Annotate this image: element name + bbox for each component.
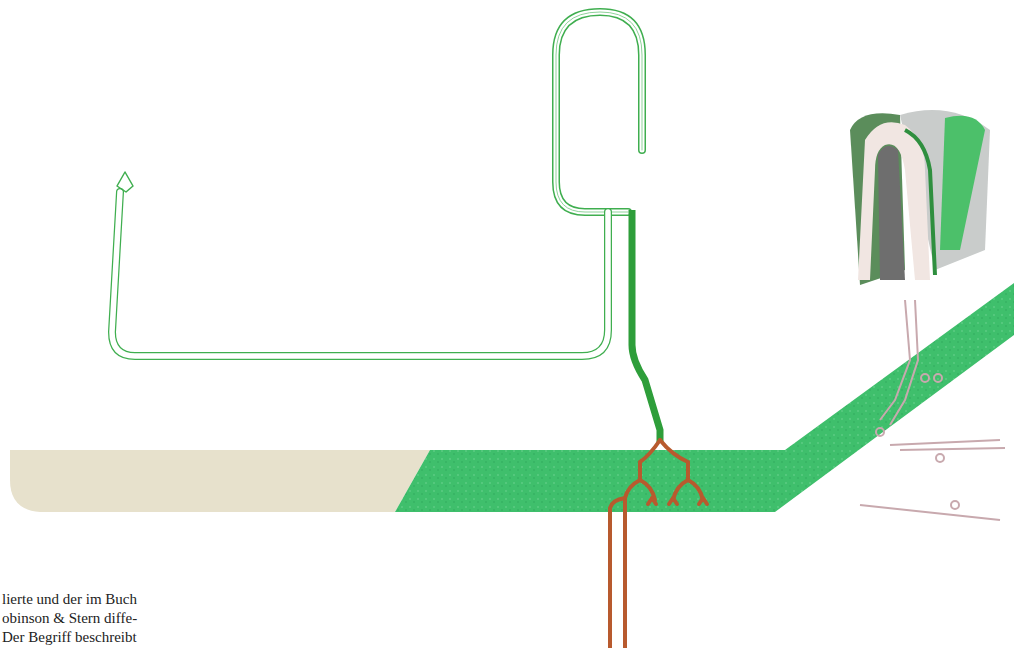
body-text-line: obinson & Stern diffe-	[2, 609, 137, 628]
pale-band	[10, 450, 430, 512]
body-text-line: Der Begriff beschreibt	[2, 628, 137, 647]
faint-parts	[860, 300, 1005, 520]
green-band	[395, 283, 1014, 512]
green-stem	[632, 210, 660, 442]
thin-outline	[112, 12, 642, 356]
folded-flaps	[850, 110, 990, 285]
root-branching	[610, 440, 707, 648]
body-text-line: lierte und der im Buch	[2, 590, 137, 609]
